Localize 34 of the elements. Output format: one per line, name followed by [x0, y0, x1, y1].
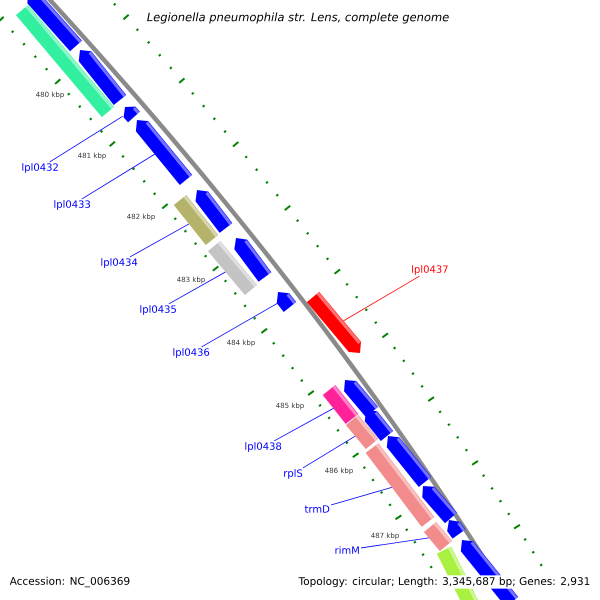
title: Legionella pneumophila str. Lens, complete genome — [147, 12, 449, 24]
gene-label: rplS — [284, 469, 302, 479]
gene-bar — [208, 240, 258, 296]
footer-text: Topology: circular; Length: 3,345,687 bp; Genes: 2,931 — [297, 575, 592, 589]
gene-block — [422, 486, 458, 524]
gene-label: lpl0434 — [101, 258, 138, 268]
leader-line — [274, 408, 334, 442]
gene-label: lpl0436 — [173, 348, 210, 358]
gene-bar — [346, 414, 378, 450]
leader-line — [330, 486, 392, 506]
gene-block — [124, 106, 140, 122]
leader-line — [302, 436, 356, 468]
gene-block — [276, 292, 296, 312]
footer-text: Accession: NC_006369 — [8, 575, 132, 589]
leader-line — [201, 303, 278, 348]
gene-label: lpl0437 — [412, 265, 448, 275]
leader-line — [82, 154, 156, 200]
gene-block — [306, 292, 361, 353]
leader-line — [360, 537, 430, 548]
gene-bar — [322, 385, 358, 424]
gene-label: trmD — [304, 505, 330, 513]
gene-bar — [174, 195, 218, 245]
leader-line — [49, 116, 124, 162]
gene-label: lpl0432 — [22, 163, 58, 173]
gene-label: rimM — [335, 546, 359, 554]
leader-line — [343, 276, 420, 322]
leader-line — [168, 272, 226, 304]
gene-label: lpl0438 — [245, 442, 282, 452]
gene-block — [78, 50, 126, 105]
gene-block — [136, 120, 192, 186]
leader-line — [130, 224, 190, 258]
gene-block — [447, 520, 466, 539]
gene-label: lpl0433 — [54, 200, 90, 210]
gene-label: lpl0435 — [140, 305, 176, 315]
